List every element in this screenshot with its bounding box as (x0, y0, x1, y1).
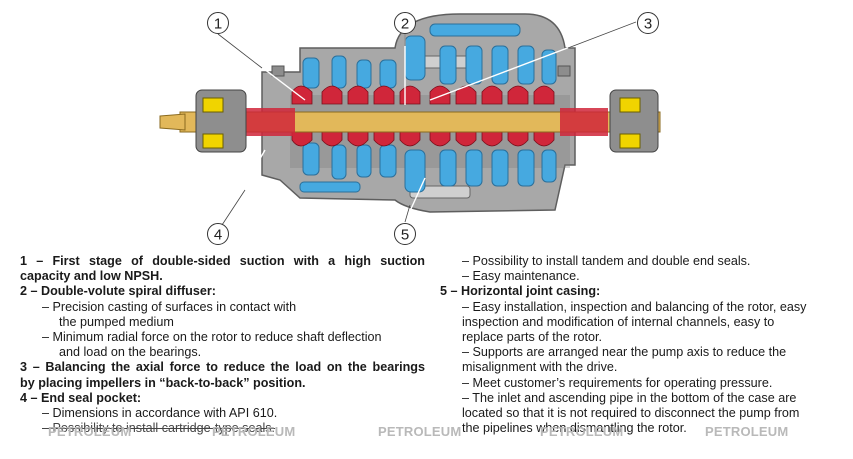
pump-cross-section-diagram: 1 2 3 4 5 (159, 12, 661, 245)
item-1-line-2: capacity and low NPSH. (20, 269, 163, 284)
callout-1: 1 (207, 12, 229, 34)
callout-leaders-outer (217, 21, 637, 226)
item-5-bullet-2-line-1: – Supports are arranged near the pump ax… (462, 345, 787, 360)
svg-text:2: 2 (401, 16, 409, 33)
item-4-bullet-1: – Dimensions in accordance with API 610. (42, 406, 278, 421)
item-1-line-1: 1 – First stage of double-sided suction … (20, 254, 425, 268)
watermark: PETROLEUM (540, 424, 624, 439)
watermark: PETROLEUM (212, 424, 296, 439)
description-left-column: 1 – First stage of double-sided suction … (20, 254, 425, 436)
item-2-bullet-1-line-2: the pumped medium (59, 314, 174, 329)
svg-text:5: 5 (401, 227, 409, 244)
svg-text:4: 4 (214, 227, 222, 244)
watermark: PETROLEUM (48, 424, 132, 439)
shaft (159, 108, 661, 136)
svg-text:1: 1 (214, 16, 222, 33)
item-5-bullet-1-line-1: – Easy installation, inspection and bala… (462, 299, 807, 314)
item-2-bullet-2-line-2: and load on the bearings. (59, 345, 202, 360)
item-5-bullet-4-line-3: the pipelines when dismantling the rotor… (462, 421, 687, 436)
bearing-housing-right (609, 89, 659, 153)
item-2-bullet-2-line-1: – Minimum radial force on the rotor to r… (42, 330, 382, 345)
callout-5: 5 (394, 223, 416, 245)
item-4-title: 4 – End seal pocket: (20, 390, 142, 405)
item-5-title: 5 – Horizontal joint casing: (440, 284, 601, 299)
item-3-line-1: 3 – Balancing the axial force to reduce … (20, 360, 425, 375)
item-5-bullet-1-line-3: replace parts of the rotor. (462, 330, 603, 345)
item-4-bullet-3: – Possibility to install tandem and doub… (462, 254, 751, 268)
item-4-bullet-4: – Easy maintenance. (462, 269, 580, 284)
item-5-bullet-1-line-2: inspection and modification of internal … (462, 314, 775, 329)
flow-channels (299, 23, 557, 193)
description-right-column: – Possibility to install tandem and doub… (440, 254, 840, 436)
watermark: PETROLEUM (705, 424, 789, 439)
item-4-bullet-2: – Possibility to install cartridge-type … (42, 421, 276, 436)
item-5-bullet-2-line-2: misalignment with the drive. (462, 360, 618, 375)
callout-4: 4 (207, 223, 229, 245)
item-5-bullet-4-line-1: – The inlet and ascending pipe in the bo… (462, 390, 797, 405)
watermark: PETROLEUM (378, 424, 462, 439)
bearing-housing-left (195, 89, 247, 153)
item-2-title: 2 – Double-volute spiral diffuser: (20, 284, 216, 299)
svg-text:3: 3 (644, 16, 652, 33)
item-2-bullet-1-line-1: – Precision casting of surfaces in conta… (42, 299, 297, 314)
item-5-bullet-3: – Meet customer’s requirements for opera… (462, 375, 773, 390)
item-5-bullet-4-line-2: located so that it is not required to di… (462, 406, 800, 421)
callout-3: 3 (637, 12, 659, 34)
item-3-line-2: by placing impellers in “back-to-back” p… (20, 375, 306, 390)
callout-2: 2 (394, 12, 416, 34)
